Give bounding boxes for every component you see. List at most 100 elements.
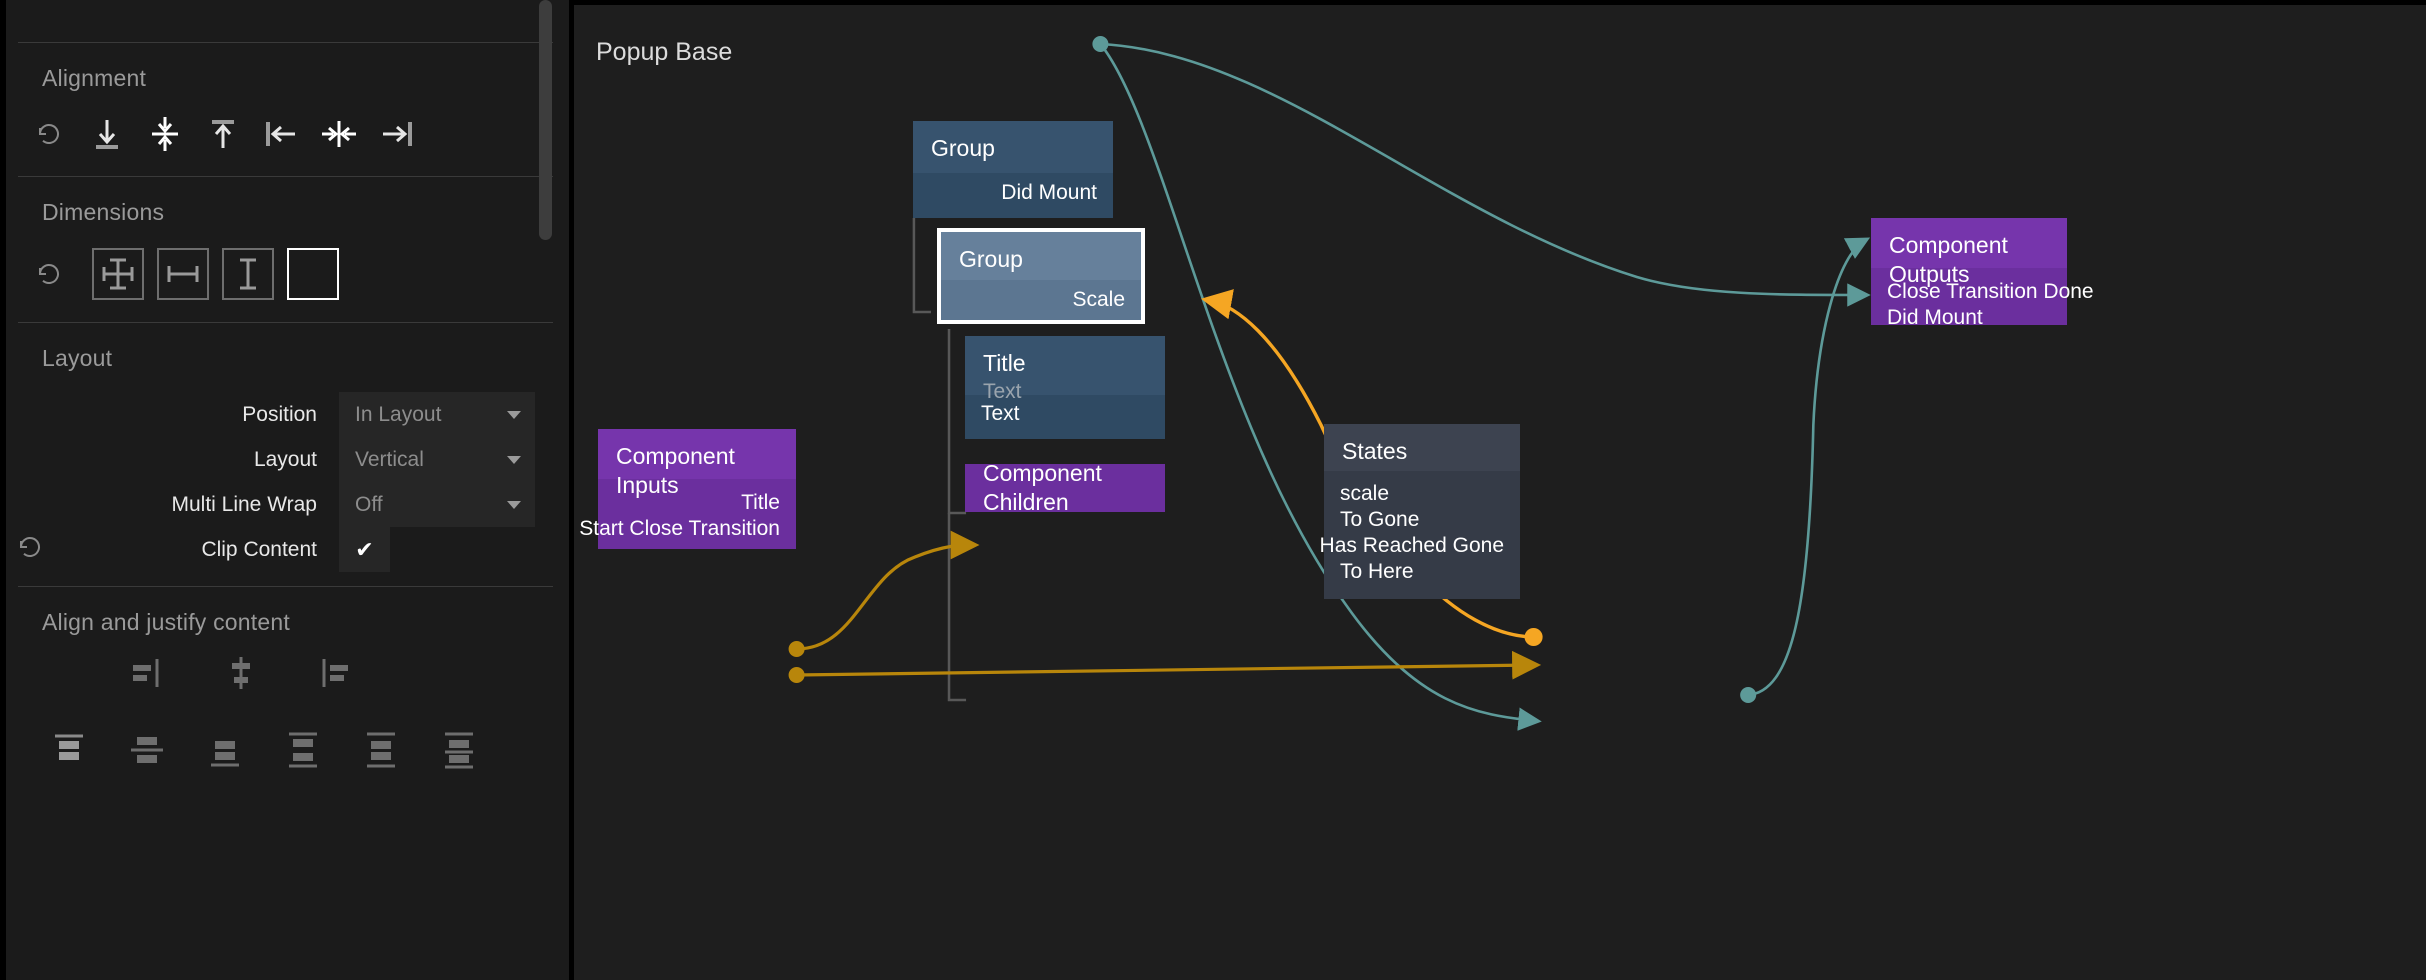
- node-header: Group: [941, 232, 1141, 280]
- node-header: Component Inputs: [598, 429, 796, 498]
- align-top-icon[interactable]: [194, 105, 252, 163]
- section-title-align-justify: Align and justify content: [42, 609, 290, 635]
- chevron-down-icon: [507, 500, 521, 509]
- edge-didmount-to-tohere: [1099, 43, 1542, 731]
- divider: [18, 176, 553, 177]
- port-to-gone-in[interactable]: To Gone: [1340, 508, 1420, 531]
- port-dot-did-mount: [1092, 36, 1109, 52]
- node-body: Title Start Close Transition: [579, 479, 796, 549]
- layout-rows: Position In Layout Layout Vertical: [6, 372, 569, 586]
- edge-didmount-to-outputs: [1100, 42, 1871, 307]
- divider: [18, 322, 553, 323]
- node-title: States: [1342, 438, 1408, 464]
- node-component-children[interactable]: Component Children: [965, 460, 1165, 515]
- align-bottom-icon[interactable]: [78, 105, 136, 163]
- section-title-dimensions: Dimensions: [42, 199, 165, 225]
- node-header: States: [1324, 424, 1520, 471]
- edge-title-to-text: [796, 530, 980, 651]
- node-header: Title Text: [965, 336, 1165, 403]
- node-body: Did Mount: [913, 173, 1113, 218]
- port-has-reached-gone-out[interactable]: Has Reached Gone: [1319, 534, 1504, 557]
- position-select[interactable]: In Layout: [339, 392, 535, 437]
- multi-line-wrap-select[interactable]: Off: [339, 482, 535, 527]
- chevron-down-icon: [507, 455, 521, 464]
- port-did-mount-in[interactable]: Did Mount: [1887, 306, 1983, 329]
- port-scale-in[interactable]: scale: [1340, 482, 1390, 505]
- align-horizontal-center-icon[interactable]: [310, 105, 368, 163]
- section-alignment: Alignment: [6, 43, 569, 176]
- section-title-layout: Layout: [42, 345, 113, 371]
- port-dot-has-reached-gone: [1740, 687, 1757, 703]
- node-group-parent[interactable]: Group Did Mount: [913, 121, 1113, 218]
- node-title: Group: [959, 246, 1023, 272]
- node-states[interactable]: States scale To Gone Has Reached Gone To…: [1320, 424, 1520, 599]
- align-vertical-center-icon[interactable]: [136, 105, 194, 163]
- align-content-space-between-icon[interactable]: [274, 721, 332, 779]
- align-content-button-row: [6, 710, 569, 790]
- port-scale-in[interactable]: Scale: [1072, 288, 1125, 311]
- justify-start-icon[interactable]: [118, 644, 176, 702]
- align-content-center-icon[interactable]: [118, 721, 176, 779]
- inspector-panel: Alignment: [0, 0, 574, 980]
- alignment-button-row: [6, 92, 569, 176]
- edge-startclose-to-togone: [796, 650, 1542, 680]
- align-content-space-around-icon[interactable]: [352, 721, 410, 779]
- node-component-outputs[interactable]: Component Outputs Close Transition Done …: [1871, 218, 2094, 329]
- port-dot-start-close-transition: [788, 667, 805, 683]
- size-both-icon[interactable]: [92, 248, 144, 300]
- node-body: scale To Gone Has Reached Gone To Here: [1320, 471, 1520, 599]
- port-did-mount-out[interactable]: Did Mount: [1001, 181, 1097, 204]
- layout-label-layout: Layout: [253, 447, 317, 471]
- port-to-here-in[interactable]: To Here: [1340, 560, 1414, 583]
- node-title: Title: [983, 350, 1026, 376]
- node-title-text[interactable]: Title Text Text: [965, 336, 1165, 439]
- node-title: Group: [931, 135, 995, 161]
- reset-icon[interactable]: [20, 245, 78, 303]
- layout-select[interactable]: Vertical: [339, 437, 535, 482]
- align-content-end-icon[interactable]: [196, 721, 254, 779]
- node-header: Component Outputs: [1871, 218, 2067, 287]
- chevron-down-icon: [507, 410, 521, 419]
- port-dot-scale-state: [1524, 628, 1543, 646]
- port-text-in[interactable]: Text: [981, 402, 1020, 425]
- panel-top-strip: [6, 0, 569, 42]
- panel-scrollbar-thumb[interactable]: [539, 0, 552, 240]
- layout-label-multi-line-wrap: Multi Line Wrap: [171, 492, 317, 516]
- port-dot-title: [788, 641, 805, 657]
- reset-icon[interactable]: [20, 105, 78, 163]
- layout-row-layout: Layout Vertical: [6, 437, 569, 482]
- section-title-alignment: Alignment: [42, 65, 147, 91]
- align-content-start-icon[interactable]: [40, 721, 98, 779]
- section-align-justify: Align and justify content: [6, 587, 569, 790]
- reset-slot: [6, 532, 54, 567]
- reset-icon[interactable]: [15, 532, 45, 567]
- edge-hasreachedgone-to-closetransitiondone: [1747, 237, 1871, 697]
- section-layout: Layout Position In Layout Layout Vertica…: [6, 323, 569, 586]
- node-subtitle: Text: [983, 379, 1022, 403]
- align-left-icon[interactable]: [252, 105, 310, 163]
- section-dimensions: Dimensions: [6, 177, 569, 322]
- port-close-transition-done-in[interactable]: Close Transition Done: [1887, 280, 2094, 303]
- node-title: Component Inputs: [616, 443, 735, 498]
- node-header: Group: [913, 121, 1113, 173]
- checkmark-icon: ✔: [355, 536, 374, 562]
- port-title-out[interactable]: Title: [741, 491, 780, 514]
- clip-content-checkbox[interactable]: ✔: [339, 527, 390, 572]
- justify-button-row: [6, 636, 569, 710]
- position-select-value: In Layout: [355, 402, 442, 426]
- node-graph-canvas[interactable]: Popup Base: [574, 0, 2426, 980]
- divider: [18, 42, 553, 43]
- align-content-space-evenly-icon[interactable]: [430, 721, 488, 779]
- node-title: Component Outputs: [1889, 232, 2008, 287]
- align-right-icon[interactable]: [368, 105, 426, 163]
- node-group-child-selected[interactable]: Group Scale: [937, 228, 1145, 324]
- node-component-inputs[interactable]: Component Inputs Title Start Close Trans…: [579, 429, 796, 549]
- port-start-close-transition-out[interactable]: Start Close Transition: [579, 517, 780, 540]
- panel-scrollbar-track[interactable]: [539, 0, 552, 980]
- size-fixed-icon[interactable]: [287, 248, 339, 300]
- size-height-icon[interactable]: [222, 248, 274, 300]
- size-width-icon[interactable]: [157, 248, 209, 300]
- justify-center-icon[interactable]: [212, 644, 270, 702]
- layout-row-multi-line-wrap: Multi Line Wrap Off: [6, 482, 569, 527]
- justify-end-icon[interactable]: [306, 644, 364, 702]
